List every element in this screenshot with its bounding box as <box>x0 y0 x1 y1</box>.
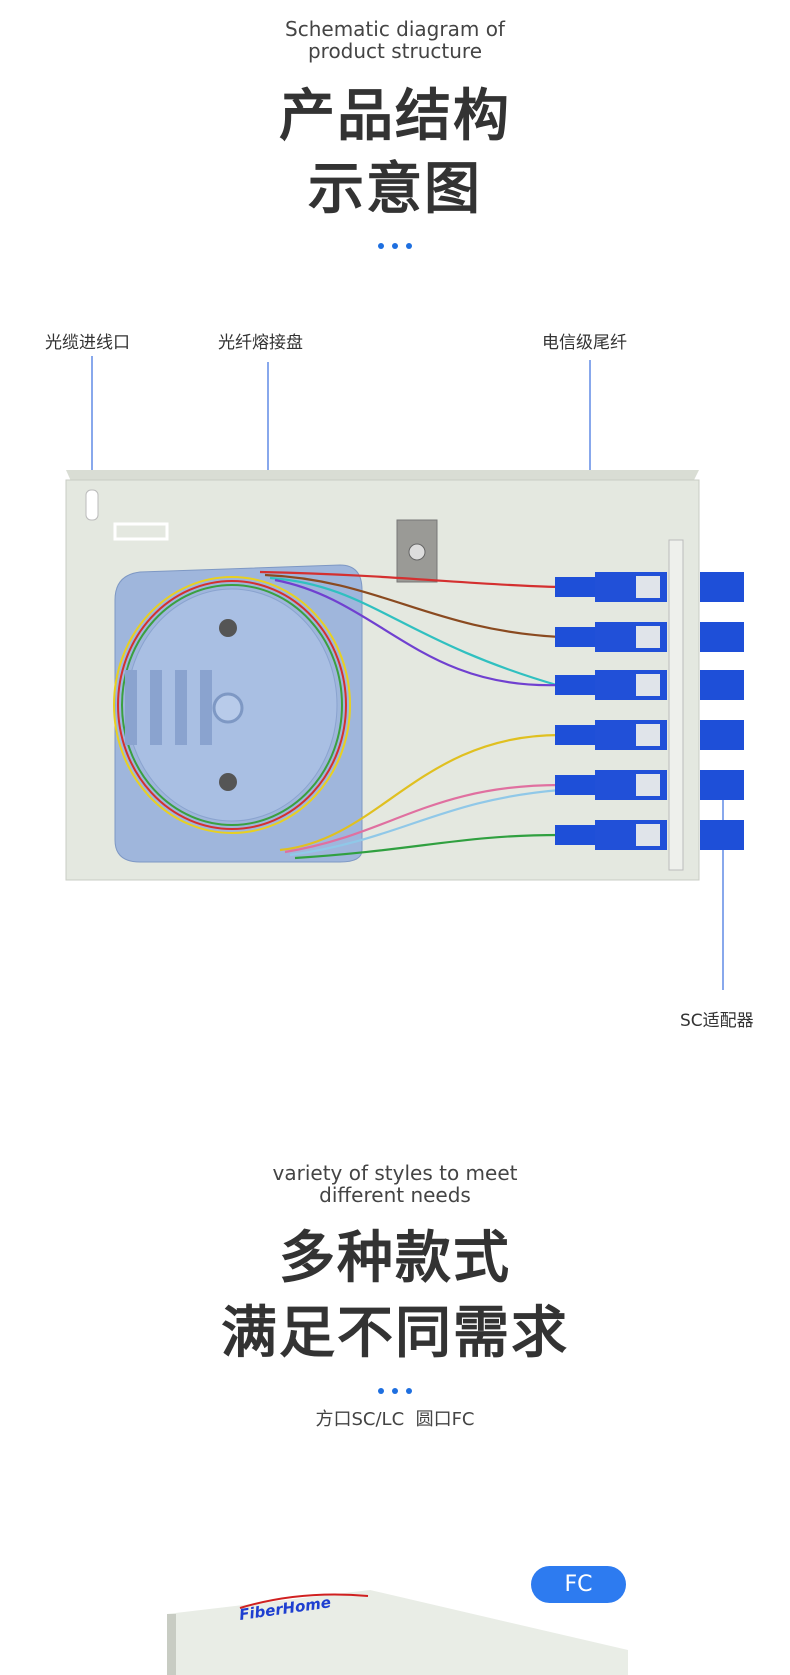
section1-subtitle-en-1: Schematic diagram of <box>285 17 505 41</box>
fc-badge: FC <box>531 1566 626 1603</box>
label-splice-tray: 光纤熔接盘 <box>218 333 303 353</box>
section2-subtitle-en-2: different needs <box>319 1183 471 1207</box>
splice-tray <box>113 564 363 863</box>
sc-adapter-panel <box>668 539 744 871</box>
section2-dots <box>0 1379 790 1394</box>
label-sc-adapter: SC适配器 <box>680 1011 754 1031</box>
label-cable-inlet: 光缆进线口 <box>45 333 130 353</box>
section2-description: 方口SC/LC 圆口FC <box>315 1409 475 1430</box>
section1-title-1: 产品结构 <box>279 84 511 149</box>
section2-title-2: 满足不同需求 <box>221 1301 569 1366</box>
sc-connectors <box>555 572 667 850</box>
section1-subtitle-en-2: product structure <box>307 39 483 63</box>
pigtail-fibers <box>259 570 561 860</box>
label-pigtail: 电信级尾纤 <box>542 333 627 353</box>
section2-title-1: 多种款式 <box>279 1226 511 1291</box>
section1-dots <box>0 234 790 249</box>
section2-subtitle-en-1: variety of styles to meet <box>272 1161 518 1185</box>
section1-title-2: 示意图 <box>308 157 482 222</box>
